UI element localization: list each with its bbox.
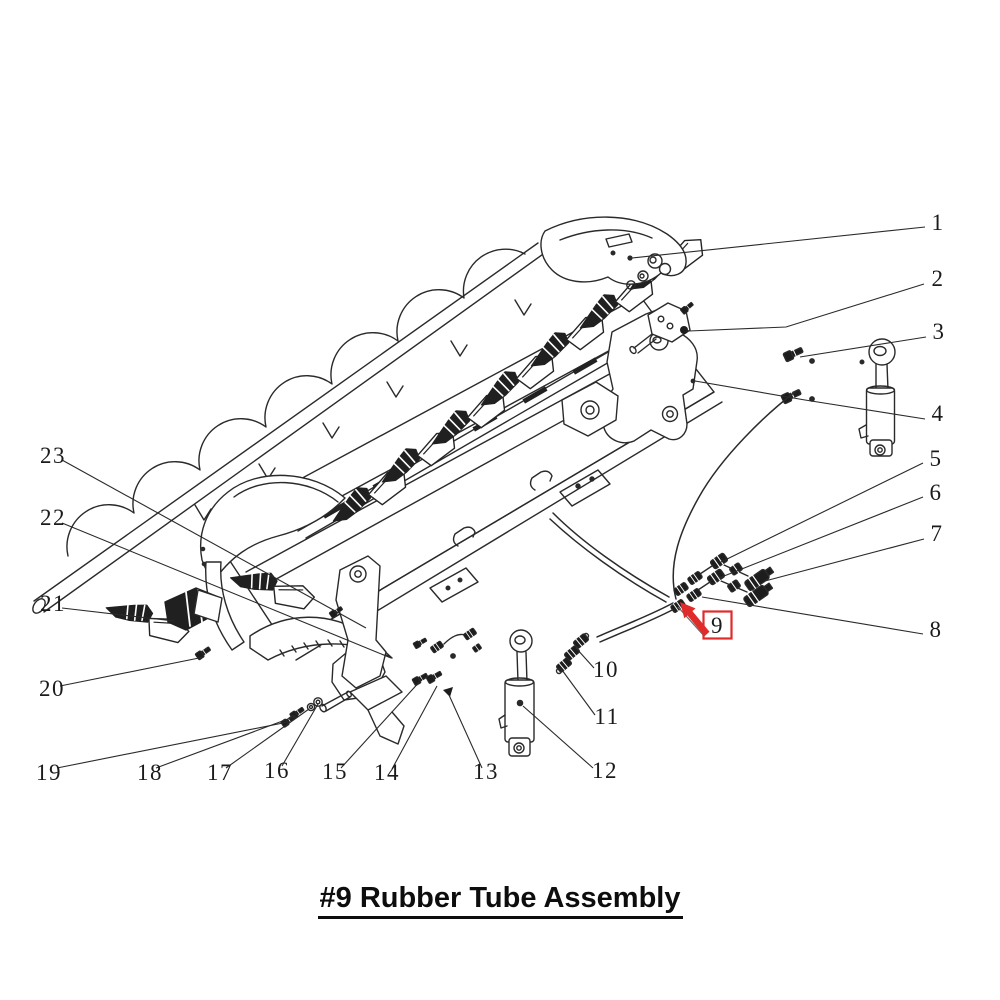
callout-22: 22 (40, 505, 66, 530)
caption-row: #9 Rubber Tube Assembly (0, 882, 1000, 920)
callout-19: 19 (36, 760, 62, 785)
callout-6: 6 (930, 480, 943, 505)
callout-16: 16 (264, 758, 290, 783)
fitting-cluster (669, 551, 777, 615)
left-end-plate (200, 474, 346, 651)
callout-23: 23 (40, 443, 66, 468)
leader-lines (56, 226, 927, 770)
top-bolt-fittings (780, 344, 865, 405)
scalloped-guard (66, 248, 532, 557)
part9-arrow-icon (680, 602, 710, 637)
callout-12: 12 (592, 758, 618, 783)
rubber-tube (549, 391, 796, 643)
right-cylinder (858, 338, 896, 457)
callout-11: 11 (594, 704, 619, 729)
callout-9: 9 (711, 613, 724, 638)
top-end-plate (540, 216, 687, 290)
page-title: #9 Rubber Tube Assembly (317, 882, 683, 920)
callout-4: 4 (932, 401, 945, 426)
callout-21: 21 (40, 591, 66, 616)
callout-10: 10 (593, 657, 619, 682)
part9-highlight-box (702, 610, 733, 640)
small-fittings-left (411, 626, 483, 697)
callout-7: 7 (931, 521, 944, 546)
callout-5: 5 (930, 446, 943, 471)
callout-14: 14 (374, 760, 400, 785)
callout-2: 2 (932, 266, 945, 291)
part9-highlight: 9 (677, 602, 733, 640)
fitting-stack (554, 631, 591, 675)
callout-17: 17 (207, 760, 233, 785)
bottom-cylinder (498, 629, 535, 757)
callout-3: 3 (933, 319, 946, 344)
right-end-plate (561, 300, 698, 444)
top-bar (32, 242, 547, 614)
callout-8: 8 (930, 617, 943, 642)
callout-18: 18 (137, 760, 163, 785)
claw-row-lower (101, 555, 405, 745)
callout-1: 1 (932, 210, 945, 235)
callout-20: 20 (39, 676, 65, 701)
tooth-and-bolt (164, 587, 223, 661)
callout-15: 15 (322, 759, 348, 784)
callouts: 1 2 3 4 5 6 7 8 10 11 12 13 14 15 16 17 … (36, 210, 946, 785)
callout-13: 13 (473, 759, 499, 784)
